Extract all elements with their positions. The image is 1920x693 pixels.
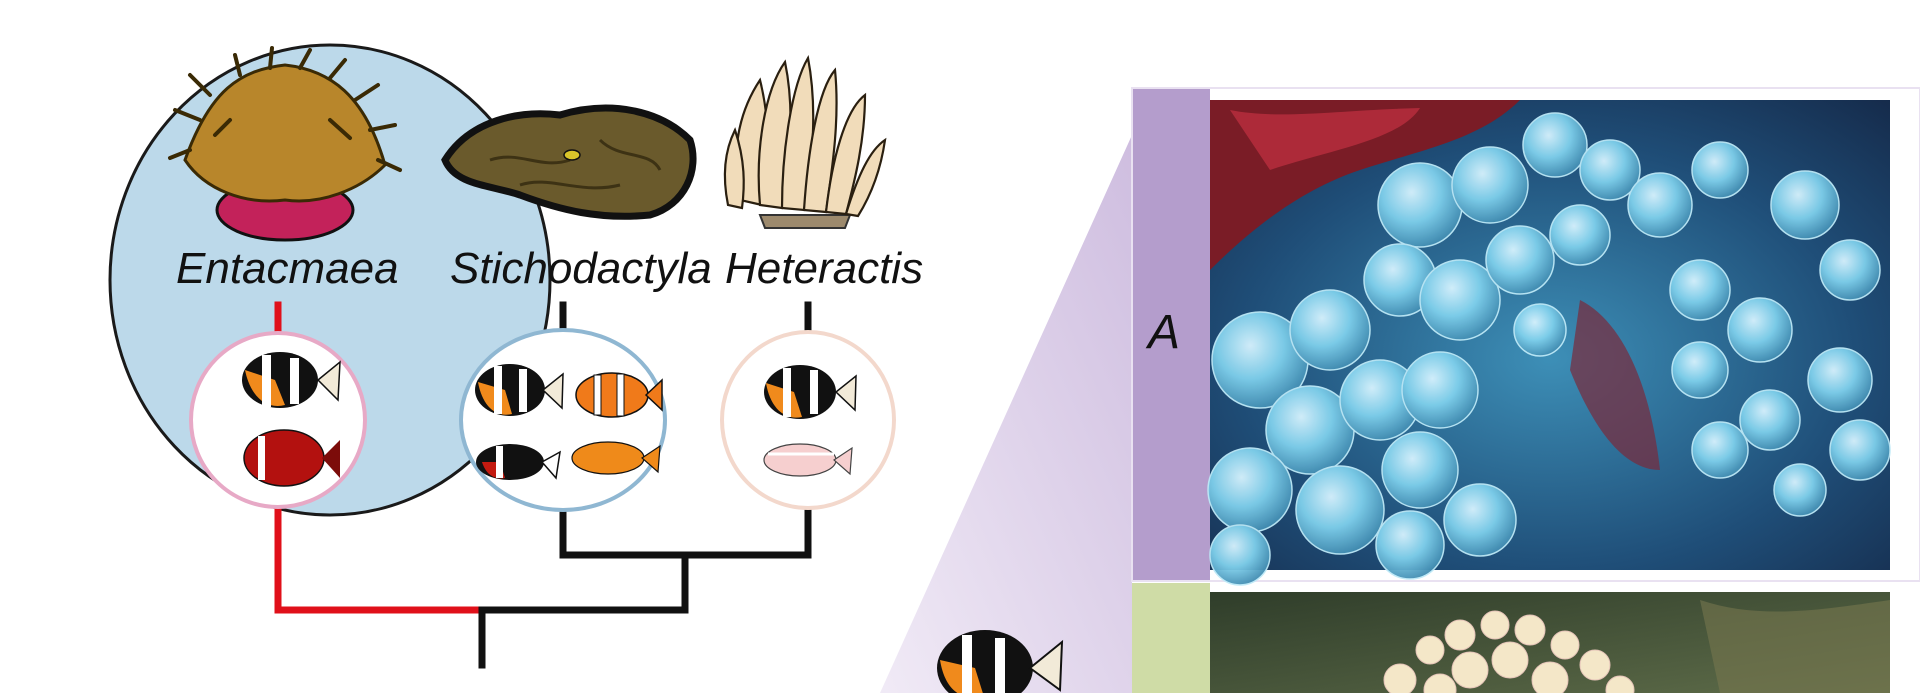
taxon-label-entacmaea: Entacmaea xyxy=(176,244,399,293)
frenatus-fish-icon xyxy=(243,429,340,487)
panel-b-band xyxy=(1132,583,1210,693)
clarkii-fish-icon xyxy=(242,352,341,408)
clade-branch xyxy=(478,551,689,614)
taxon-label-stichodactyla: Stichodactyla xyxy=(450,244,712,293)
taxon-label-heteractis: Heteractis xyxy=(725,244,924,293)
heteractis-fish-circle xyxy=(720,330,896,510)
polymnus-fish-icon xyxy=(476,444,561,480)
ocellaris-fish-icon xyxy=(575,372,663,418)
zoom-fan xyxy=(880,135,1132,693)
heteractis-anemone-icon xyxy=(723,54,887,229)
pink-anemonefish-icon xyxy=(763,443,853,477)
stichodactyla-fish-circle xyxy=(459,328,667,512)
entacmaea-anemone-icon xyxy=(168,46,402,242)
panel-a-band xyxy=(1132,88,1210,581)
clarkii-fish-icon xyxy=(475,364,564,416)
panel-label-a: A xyxy=(1148,306,1181,359)
orange-anemonefish-icon xyxy=(571,441,661,475)
panel-a-photo-frame xyxy=(1131,87,1920,582)
panel-b-photo xyxy=(1210,592,1890,693)
panel-a-photo xyxy=(1207,100,1891,586)
stichodactyla-heteractis-branch xyxy=(559,506,812,559)
entacmaea-branch xyxy=(274,506,486,614)
clownfish-icon xyxy=(937,630,1064,693)
stichodactyla-anemone-icon xyxy=(441,104,697,220)
phylogeny-tree xyxy=(274,301,812,669)
clarkii-fish-icon xyxy=(764,365,857,419)
